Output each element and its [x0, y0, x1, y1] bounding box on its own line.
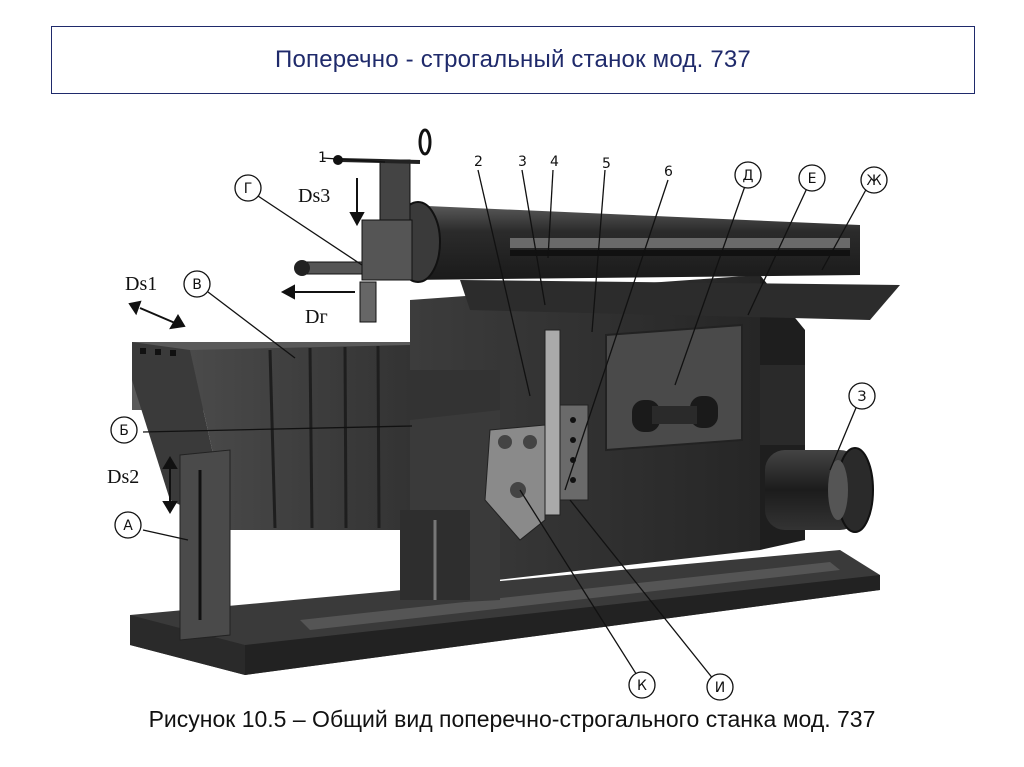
label-v-text: В [192, 277, 202, 293]
label-d-text: Д [743, 168, 754, 184]
leader-lines [142, 157, 869, 686]
label-number-4: 4 [550, 154, 559, 170]
machine-base [130, 550, 880, 675]
label-circle-e: Е [798, 164, 826, 192]
label-z-text: З [858, 389, 867, 405]
table-support [179, 370, 500, 641]
label-circle-i: И [706, 673, 734, 701]
label-circle-a: А [114, 511, 142, 539]
machine-figure: Г В Б А Д Е Ж З К И 1 2 3 4 5 6 Ds3 Dг [0, 120, 1024, 710]
label-i-text: И [715, 680, 725, 696]
label-e-text: Е [808, 171, 817, 187]
motion-arrows [128, 178, 365, 514]
label-circle-z: З [848, 382, 876, 410]
tool-head [294, 128, 432, 323]
machine-illustration: Г В Б А Д Е Ж З К И 1 2 3 4 5 6 Ds3 Dг [107, 128, 900, 701]
label-ds2: Ds2 [107, 466, 139, 488]
machine-ram [395, 201, 900, 320]
label-b-text: Б [119, 423, 129, 439]
label-a-text: А [123, 518, 133, 534]
label-circle-b: Б [110, 416, 138, 444]
title-box: Поперечно - строгальный станок мод. 737 [51, 26, 975, 94]
label-k-text: К [637, 678, 647, 694]
label-number-2: 2 [474, 154, 483, 170]
label-circle-k: К [628, 671, 656, 699]
label-dg: Dг [305, 306, 328, 328]
slide-title: Поперечно - строгальный станок мод. 737 [275, 46, 751, 73]
work-table [132, 342, 410, 530]
label-number-1: 1 [318, 150, 327, 166]
label-circle-g: Г [234, 174, 262, 202]
label-circle-d: Д [734, 161, 762, 189]
label-zh-text: Ж [866, 173, 881, 189]
label-number-3: 3 [518, 154, 527, 170]
label-number-5: 5 [602, 156, 611, 172]
label-circle-zh: Ж [860, 166, 888, 194]
label-ds1: Ds1 [125, 273, 157, 295]
label-ds3: Ds3 [298, 185, 330, 207]
label-g-text: Г [244, 181, 253, 197]
label-circle-v: В [183, 270, 211, 298]
figure-caption: Рисунок 10.5 – Общий вид поперечно-строг… [148, 706, 876, 732]
label-number-6: 6 [664, 164, 673, 180]
motor [760, 365, 874, 533]
clamp-plate [484, 329, 589, 541]
